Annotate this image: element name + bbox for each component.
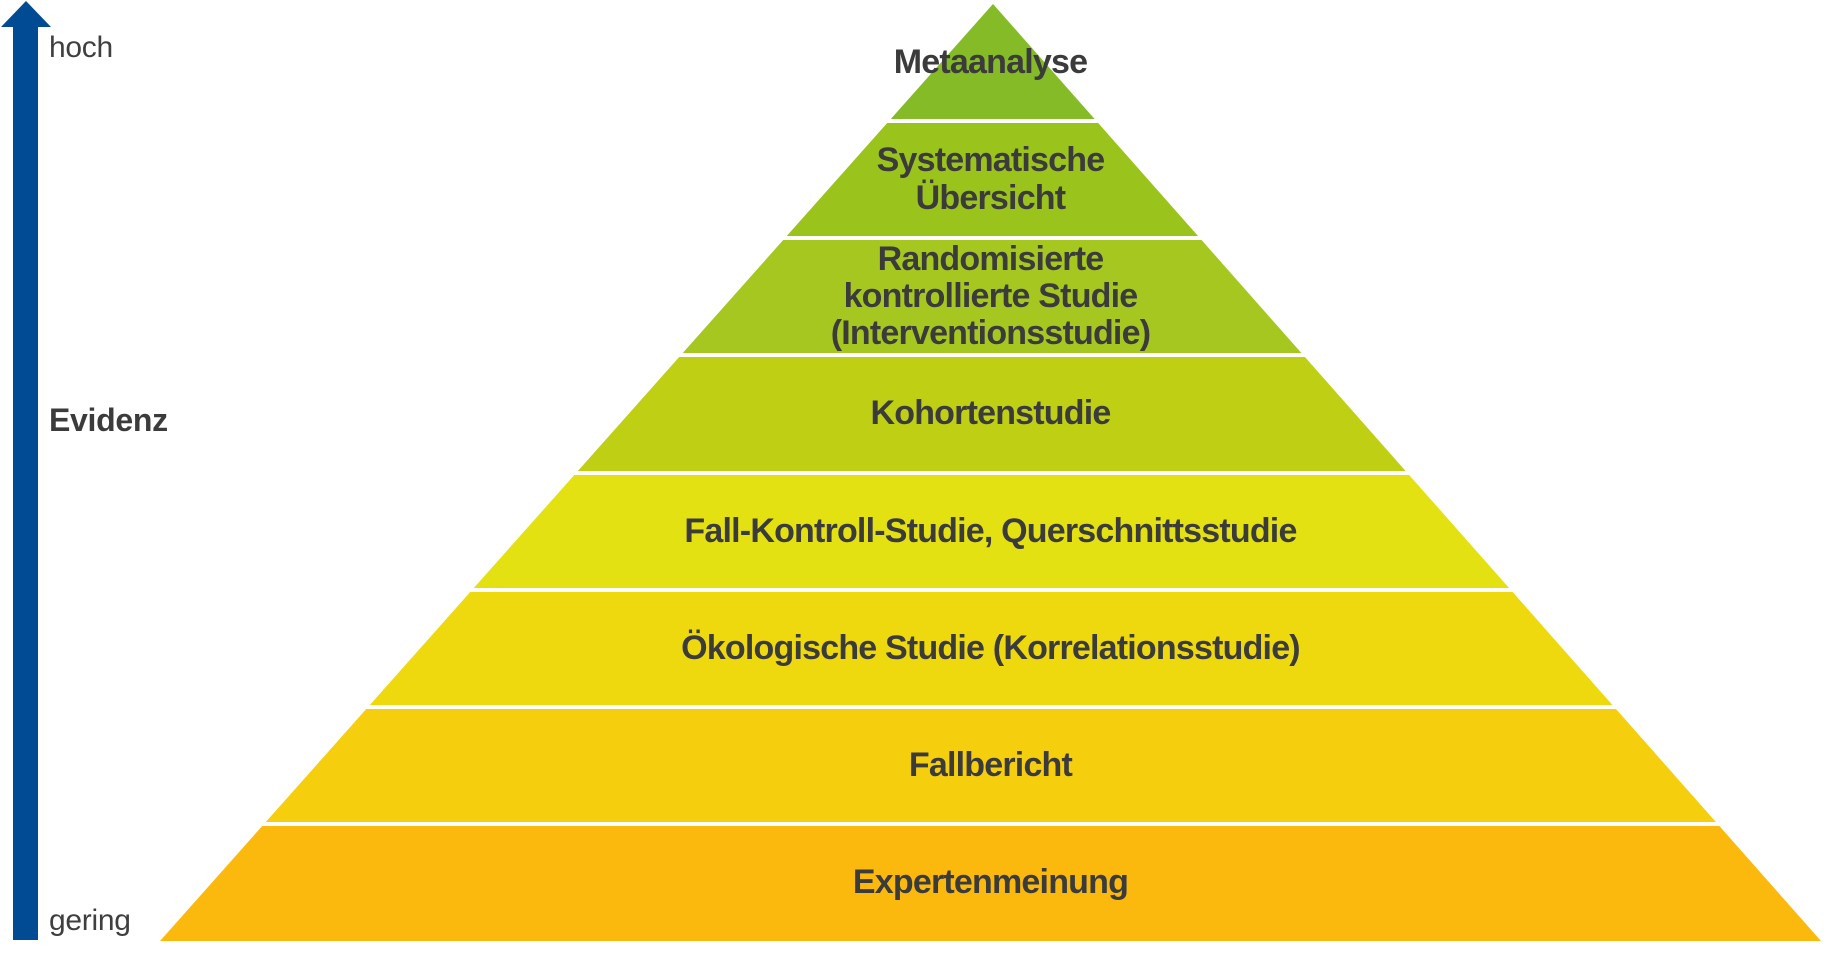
pyramid-level-text-line: Ökologische Studie (Korrelationsstudie) bbox=[681, 628, 1300, 667]
axis-label-high: hoch bbox=[49, 31, 113, 64]
pyramid-level-text: Fall-Kontroll-Studie, Querschnittsstudie bbox=[684, 511, 1297, 550]
axis-label-low: gering bbox=[49, 904, 131, 937]
pyramid-level-text: Expertenmeinung bbox=[852, 862, 1129, 901]
pyramid-level-label-metaanalyse: Metaanalyse bbox=[160, 4, 1821, 121]
pyramid-level-text-line: kontrollierte Studie bbox=[843, 276, 1139, 315]
axis-title-evidenz: Evidenz bbox=[49, 402, 168, 438]
pyramid-level-text-line: Übersicht bbox=[915, 178, 1066, 217]
pyramid-level-text-line: (Interventionsstudie) bbox=[830, 314, 1151, 353]
pyramid-level-text-line: Metaanalyse bbox=[893, 42, 1088, 81]
pyramid-level-text: Metaanalyse bbox=[893, 42, 1088, 81]
pyramid-level-label-expertenmeinung: Expertenmeinung bbox=[160, 824, 1821, 941]
evidence-axis-arrow-bar bbox=[13, 26, 38, 940]
pyramid-level-text: Fallbericht bbox=[908, 745, 1073, 784]
pyramid-level-text-line: Expertenmeinung bbox=[852, 862, 1129, 901]
pyramid-level-text: Kohortenstudie bbox=[870, 394, 1111, 433]
pyramid-level-band-fallbericht bbox=[160, 709, 1821, 822]
pyramid-level-text-line: Randomisierte bbox=[877, 239, 1105, 278]
pyramid-level-label-fallbericht: Fallbericht bbox=[160, 707, 1821, 824]
pyramid-level-text-line: Kohortenstudie bbox=[870, 394, 1111, 433]
arrow-up-icon bbox=[1, 1, 51, 27]
pyramid-level-text: Ökologische Studie (Korrelationsstudie) bbox=[681, 628, 1300, 667]
pyramid-level-label-fall-kontroll-studie: Fall-Kontroll-Studie, Querschnittsstudie bbox=[160, 473, 1821, 590]
pyramid-level-text-line: Fall-Kontroll-Studie, Querschnittsstudie bbox=[684, 511, 1297, 550]
pyramid-level-text-line: Systematische bbox=[876, 141, 1106, 180]
pyramid-level-label-kohortenstudie: Kohortenstudie bbox=[160, 355, 1821, 473]
pyramid-level-text-line: Fallbericht bbox=[908, 745, 1073, 784]
pyramid-level-band-expertenmeinung bbox=[160, 826, 1821, 941]
pyramid-level-label-oekologische-studie: Ökologische Studie (Korrelationsstudie) bbox=[160, 590, 1821, 707]
